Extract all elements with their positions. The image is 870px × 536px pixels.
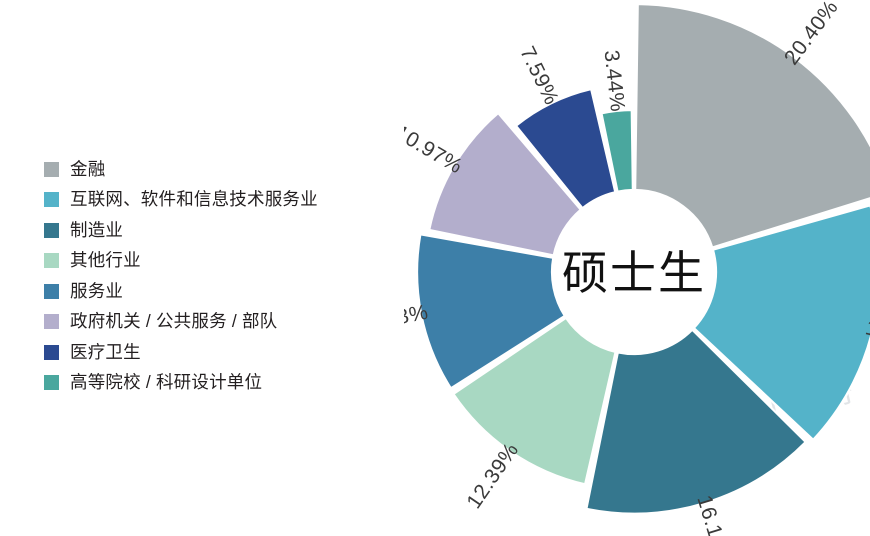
legend-item[interactable]: 其他行业 [44, 246, 414, 277]
legend-item[interactable]: 医疗卫生 [44, 337, 414, 368]
legend-item[interactable]: 制造业 [44, 215, 414, 246]
slice-value-label: 10.97% [404, 121, 466, 179]
pie-slice[interactable] [415, 233, 566, 390]
legend-item[interactable]: 互联网、软件和信息技术服务业 [44, 185, 414, 216]
legend-item-label: 医疗卫生 [70, 341, 141, 362]
slice-value-label: 16.18% [692, 493, 736, 536]
slice-value-label: 20.40% [780, 0, 843, 69]
legend-item[interactable]: 政府机关 / 公共服务 / 部队 [44, 307, 414, 338]
chart-legend: 金融互联网、软件和信息技术服务业制造业其他行业服务业政府机关 / 公共服务 / … [44, 154, 414, 398]
legend-color-swatch [44, 222, 59, 238]
legend-color-swatch [44, 314, 59, 330]
legend-item-label: 制造业 [70, 219, 124, 240]
legend-item[interactable]: 金融 [44, 154, 414, 185]
legend-color-swatch [44, 283, 59, 299]
pie-slice[interactable] [585, 328, 807, 515]
slice-value-label: 3.44% [599, 49, 629, 113]
legend-color-swatch [44, 253, 59, 269]
legend-item-label: 政府机关 / 公共服务 / 部队 [70, 311, 278, 331]
pie-slice[interactable] [452, 316, 617, 486]
legend-color-swatch [44, 375, 59, 391]
legend-item[interactable]: 高等院校 / 科研设计单位 [44, 368, 414, 399]
pie-slice[interactable] [634, 2, 870, 249]
legend-color-swatch [44, 161, 59, 177]
legend-item-label: 高等院校 / 科研设计单位 [70, 372, 263, 392]
donut-center-hole [554, 192, 714, 352]
pie-slice[interactable] [514, 87, 617, 210]
center-label: 硕士生 [562, 247, 706, 299]
legend-color-swatch [44, 344, 59, 360]
pie-slice[interactable] [600, 108, 634, 193]
slice-value-label: 7.59% [515, 43, 563, 109]
slice-value-label: 16.80% [863, 316, 870, 356]
legend-item[interactable]: 服务业 [44, 276, 414, 307]
pie-slice[interactable] [428, 111, 582, 257]
legend-color-swatch [44, 192, 59, 208]
donut-chart: 通信考研小马哥 20.40%16.80%16.18%12.39%12.23%10… [404, 0, 870, 536]
slice-group [415, 2, 870, 515]
donut-chart-svg: 通信考研小马哥 20.40%16.80%16.18%12.39%12.23%10… [404, 0, 870, 536]
slice-value-label: 12.39% [462, 439, 523, 513]
legend-item-label: 其他行业 [70, 250, 141, 270]
legend-item-label: 金融 [70, 158, 106, 179]
pie-slice[interactable] [692, 204, 870, 441]
legend-item-label: 服务业 [70, 280, 124, 301]
legend-item-label: 互联网、软件和信息技术服务业 [70, 189, 318, 209]
